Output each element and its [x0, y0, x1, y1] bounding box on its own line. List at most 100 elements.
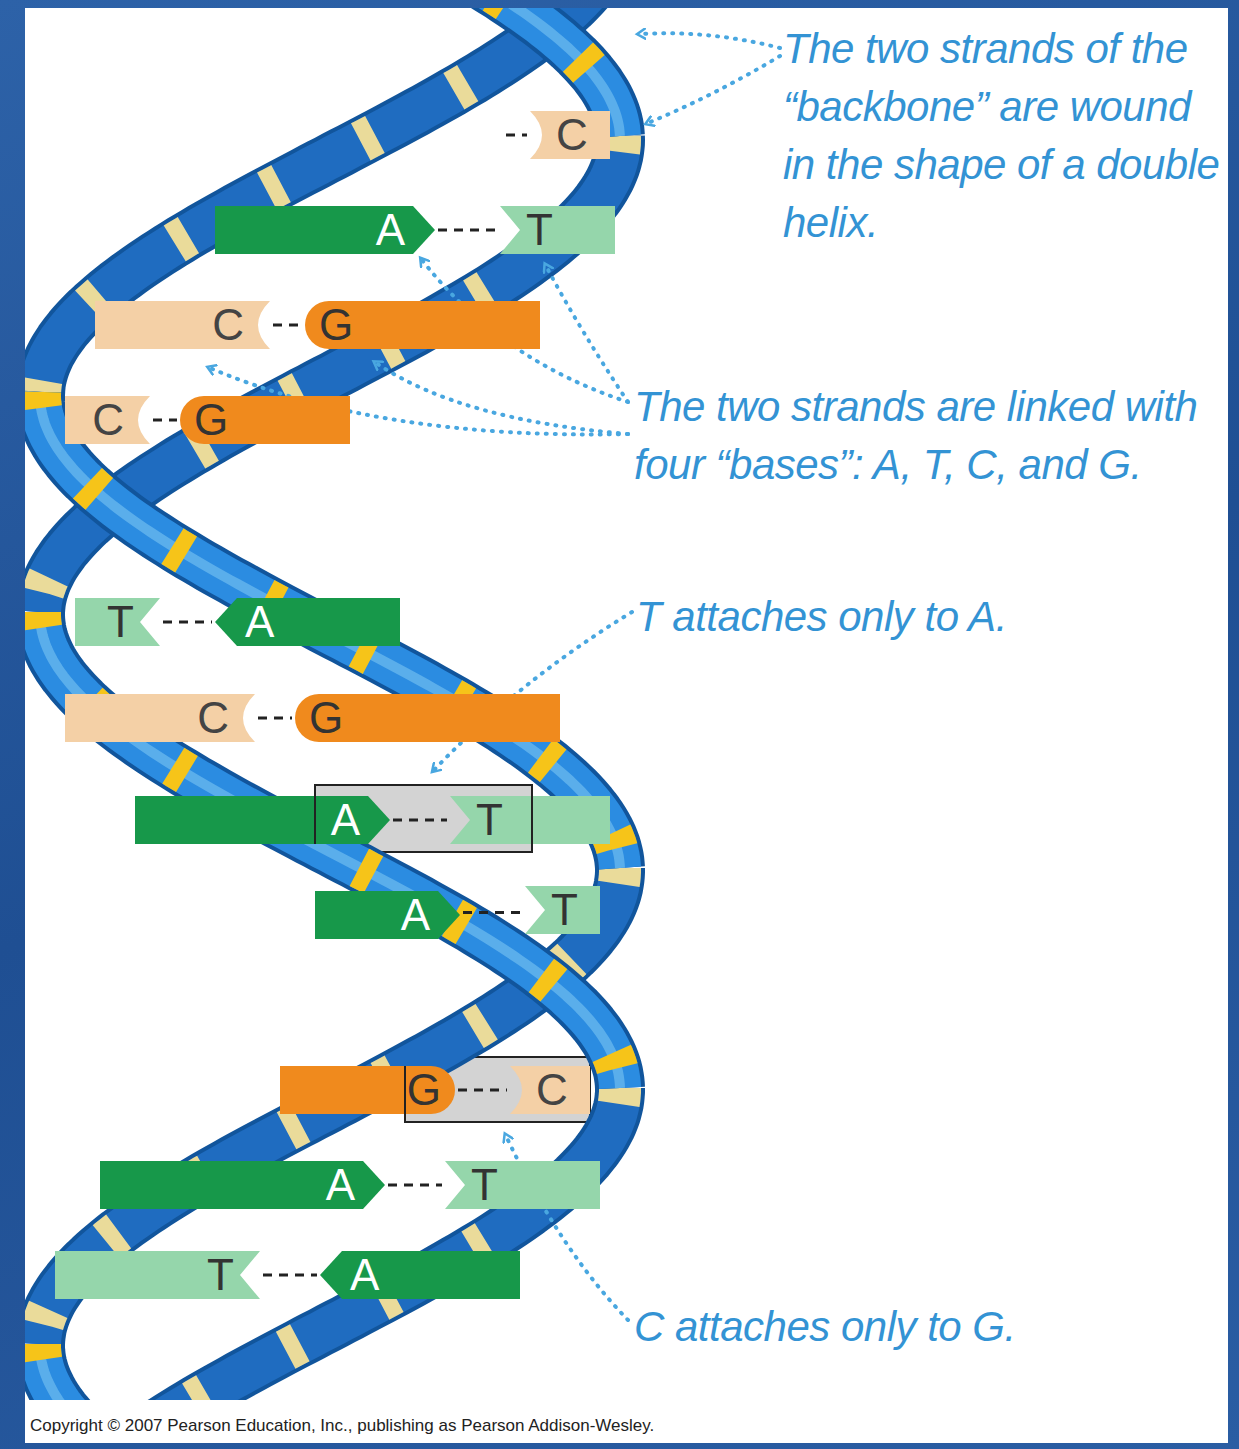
backbone-highlight [40, 392, 620, 868]
base-letter: T [471, 1163, 498, 1207]
backbone-strand [40, 1344, 147, 1400]
backbone-highlight [40, 612, 620, 1088]
base-shape [500, 206, 615, 254]
base-letter: A [326, 1163, 355, 1207]
base-outline [215, 598, 400, 646]
base-letter: G [194, 398, 228, 442]
thymine-base: T [55, 1251, 260, 1299]
base-outline [280, 1066, 455, 1114]
callout-text: The two strands of the “backbone” are wo… [783, 20, 1231, 252]
leader-line [434, 612, 632, 770]
base-letter: C [92, 398, 124, 442]
base-outline [450, 796, 610, 844]
guanine-base: G [280, 1066, 455, 1114]
backbone-edge [84, 1088, 620, 1400]
callout-text: T attaches only to A. [636, 588, 1231, 646]
base-outline [530, 111, 610, 159]
cytosine-base: C [65, 396, 150, 444]
hydrogen-bond [153, 419, 177, 422]
base-shape [215, 598, 400, 646]
base-outline [75, 598, 160, 646]
base-letter: A [401, 893, 430, 937]
hydrogen-bond [388, 1184, 442, 1187]
thymine-base: T [525, 886, 600, 934]
backbone-highlight [40, 1344, 147, 1400]
base-letter: A [376, 208, 405, 252]
hydrogen-bond [458, 1089, 507, 1092]
backbone-edge [40, 8, 618, 392]
base-outline [510, 1066, 590, 1114]
leader-lines [210, 33, 780, 1320]
guanine-base: G [180, 396, 350, 444]
backbone-stripe [40, 392, 620, 868]
base-outline [445, 1161, 600, 1209]
cytosine-base: C [95, 301, 270, 349]
highlight-edge [314, 796, 316, 844]
base-outline [55, 1251, 260, 1299]
thymine-base: T [75, 598, 160, 646]
base-letter: T [551, 888, 578, 932]
base-letter: A [245, 600, 274, 644]
backbone-strand [40, 8, 618, 392]
hydrogen-bond [273, 324, 302, 327]
thymine-base: T [450, 796, 610, 844]
base-outline [180, 396, 350, 444]
base-letter: C [536, 1068, 568, 1112]
callout-text: The two strands are linked with four “ba… [634, 378, 1234, 494]
adenine-base: A [215, 206, 435, 254]
base-letter: T [476, 798, 503, 842]
base-letter: C [197, 696, 229, 740]
base-outline [100, 1161, 385, 1209]
backbone-stripe [40, 1344, 147, 1400]
guanine-base: G [305, 301, 540, 349]
base-outline [320, 1251, 520, 1299]
base-outline [65, 396, 150, 444]
adenine-base: A [215, 598, 400, 646]
adenine-base: A [315, 891, 460, 939]
adenine-base: A [320, 1251, 520, 1299]
hydrogen-bond [163, 621, 212, 624]
base-letter: A [331, 798, 360, 842]
hydrogen-bond [438, 229, 497, 232]
bond-stub [506, 134, 527, 137]
thymine-base: T [445, 1161, 600, 1209]
backbone-stripe [40, 8, 618, 392]
copyright-notice: Copyright © 2007 Pearson Education, Inc.… [30, 1415, 1220, 1437]
leader-line [640, 33, 780, 48]
leader-line [648, 56, 780, 123]
base-letter: T [207, 1253, 234, 1297]
backbone-strand [84, 1088, 620, 1400]
base-outline [525, 886, 600, 934]
highlight-box [315, 785, 532, 852]
hydrogen-bond [393, 819, 447, 822]
base-outline [215, 206, 435, 254]
adenine-base: A [100, 1161, 385, 1209]
base-outline [500, 206, 615, 254]
backbone-edge [40, 392, 620, 868]
hydrogen-bond [463, 911, 522, 914]
cytosine-base: C [510, 1066, 590, 1114]
hydrogen-bond [258, 717, 292, 720]
base-letter: C [556, 113, 588, 157]
leader-line [376, 363, 628, 434]
cytosine-base: C [530, 111, 610, 159]
base-outline [135, 796, 390, 844]
base-shape [315, 891, 460, 939]
backbone-back [40, 8, 620, 1400]
base-letter: G [319, 303, 353, 347]
backbone-edge [40, 612, 620, 1088]
backbone-stripe [40, 612, 620, 1088]
base-letter: C [212, 303, 244, 347]
highlight-edge [404, 1066, 406, 1114]
base-letter: A [350, 1253, 379, 1297]
backbone-strand [40, 392, 620, 868]
base-outline [295, 694, 560, 742]
backbone-front [40, 8, 620, 1400]
base-outline [65, 694, 255, 742]
guanine-base: G [295, 694, 560, 742]
cytosine-base: C [65, 694, 255, 742]
base-outline [305, 301, 540, 349]
leader-line [546, 266, 628, 402]
callout-text: C attaches only to G. [634, 1298, 1231, 1356]
backbone-strand [40, 612, 620, 1088]
